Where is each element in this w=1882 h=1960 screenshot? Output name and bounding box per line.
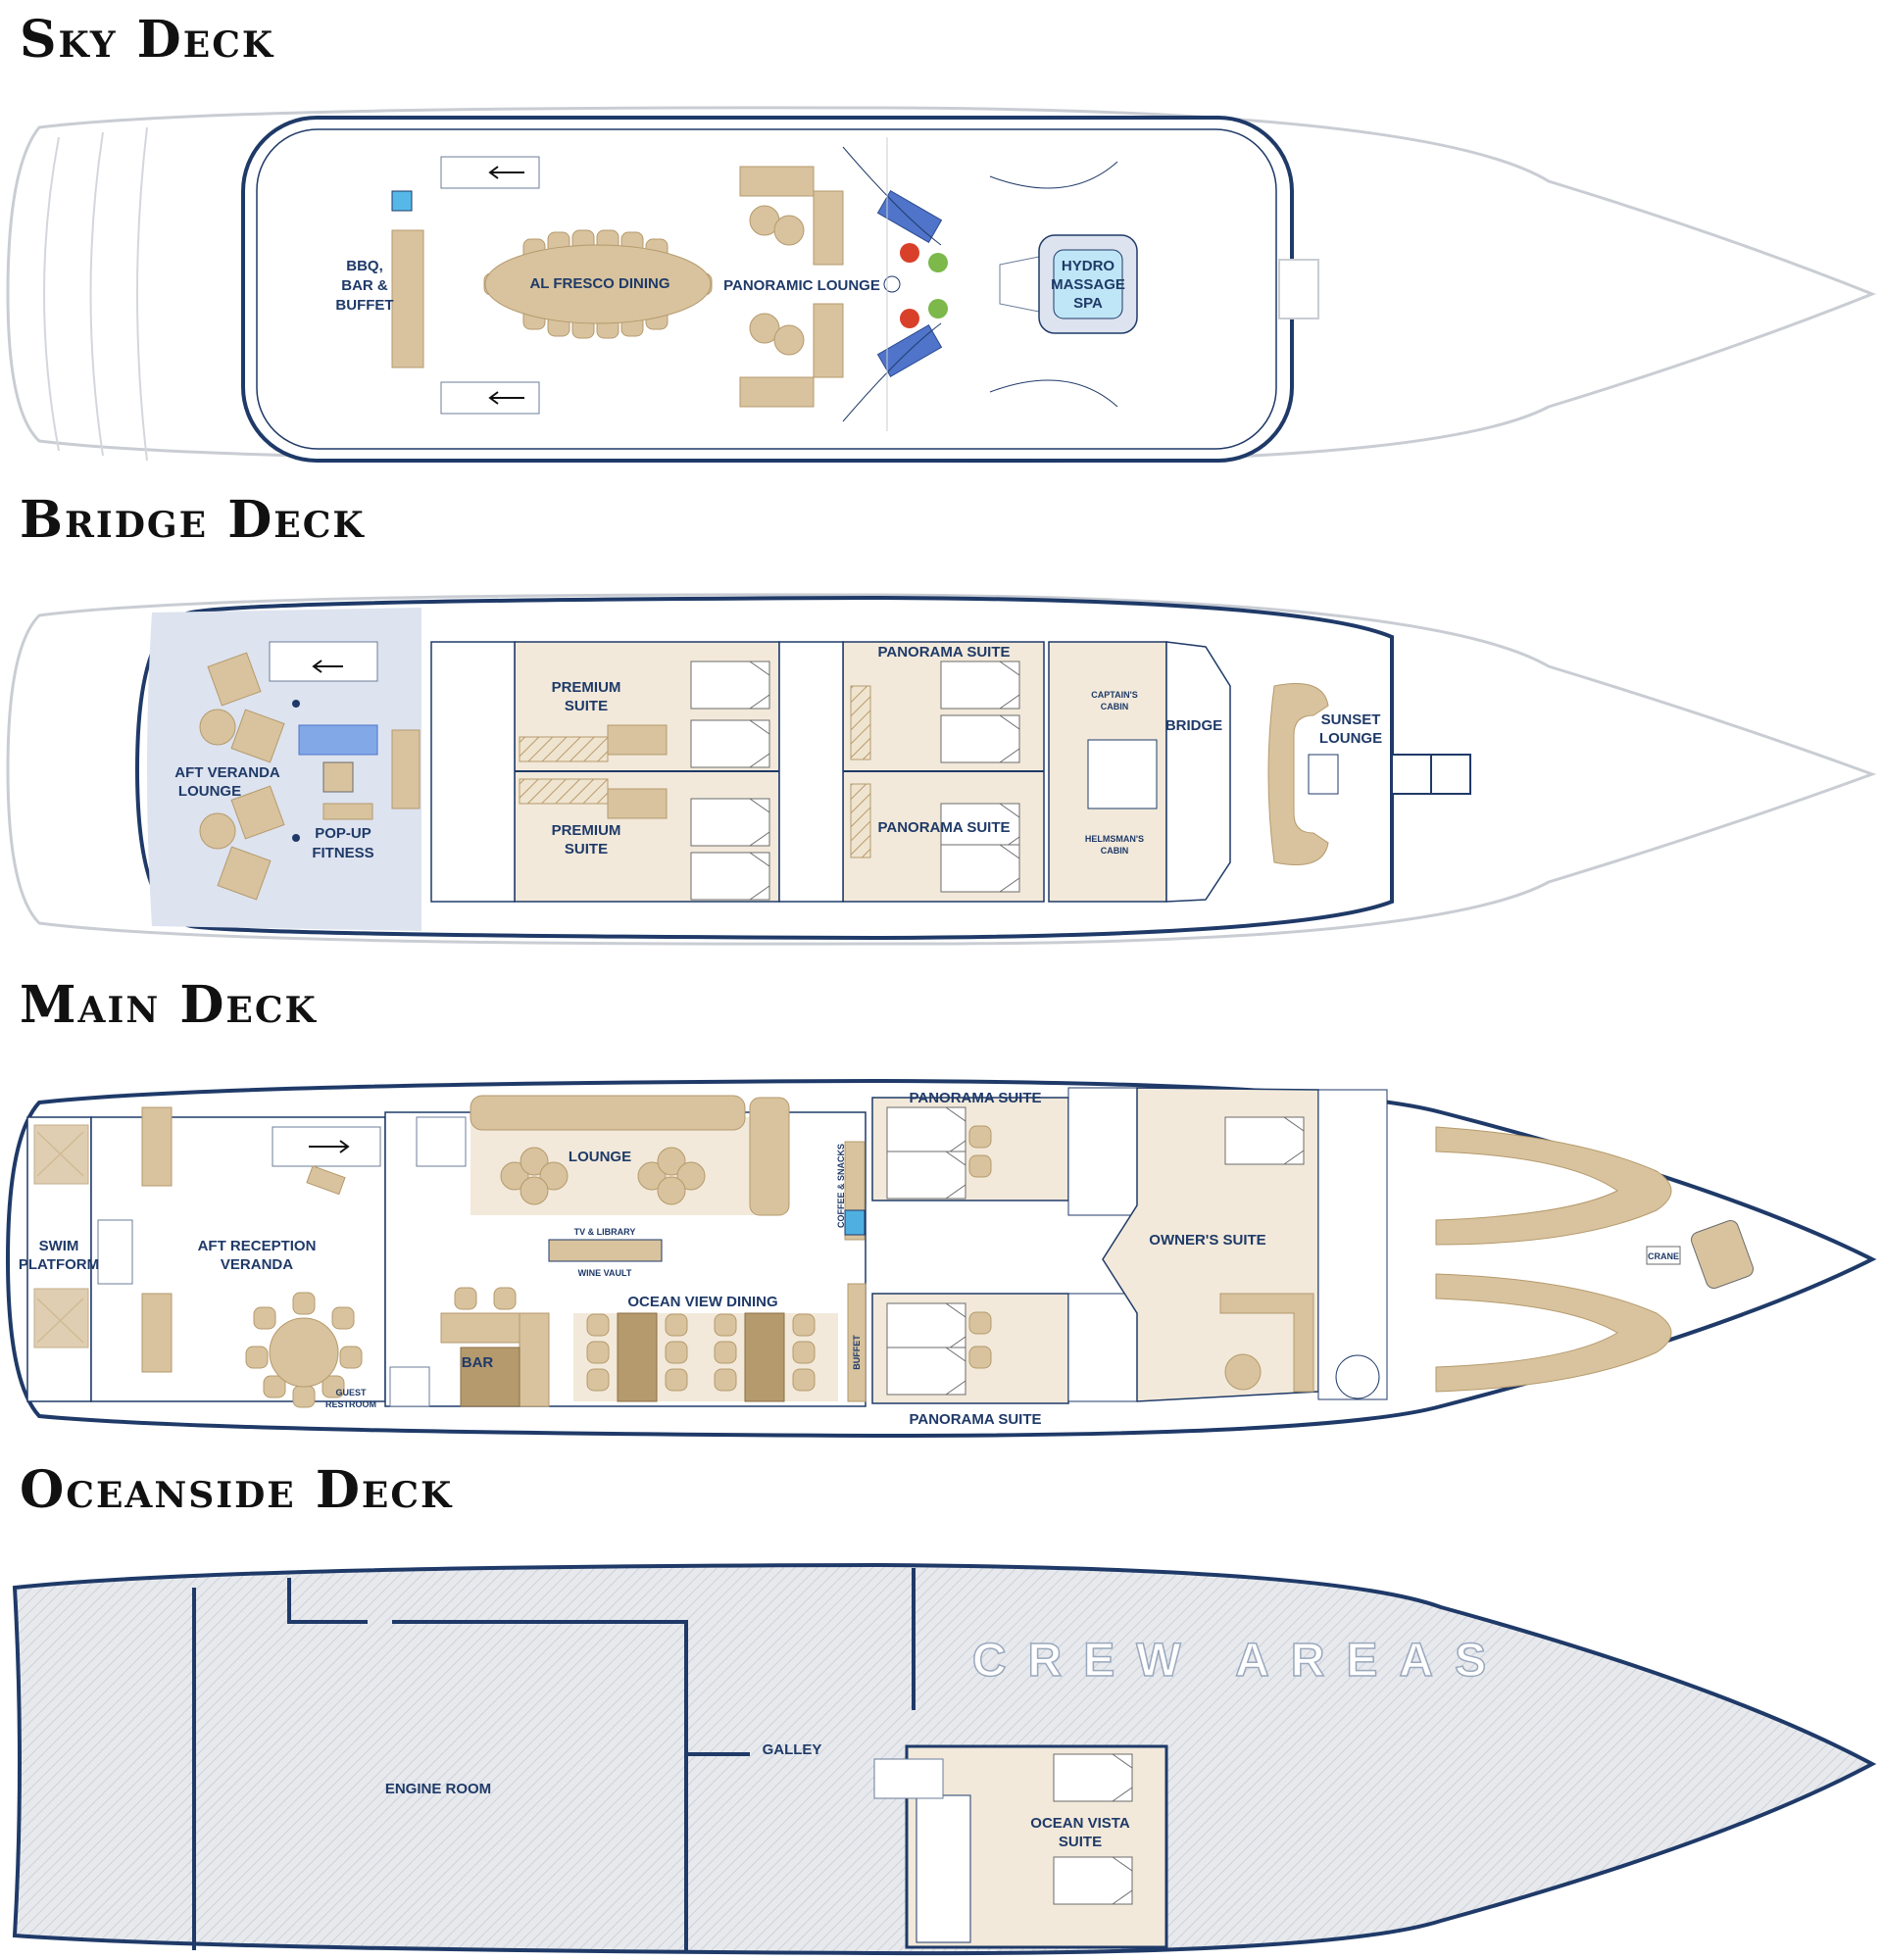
reception-table [245, 1292, 363, 1408]
stairs [269, 641, 378, 682]
bridge-label-premium-top-1: PREMIUM [552, 679, 621, 696]
main-deck-title: Main Deck [20, 975, 318, 1035]
lounge-seating [500, 1147, 706, 1205]
main-label-restroom-2: RESTROOM [325, 1399, 376, 1409]
owners-sofa [1219, 1293, 1314, 1393]
tender-boat-bottom [1435, 1273, 1672, 1393]
main-label-swim-1: SWIM [39, 1238, 79, 1254]
sky-label-spa-2: MASSAGE [1051, 276, 1125, 293]
oceanside-label-engine: ENGINE ROOM [385, 1781, 491, 1797]
main-label-bar: BAR [462, 1354, 494, 1371]
bridge-label-helmsman-1: HELMSMAN'S [1085, 834, 1144, 844]
bridge-console [1165, 641, 1231, 903]
stairs [97, 1219, 133, 1285]
stairs [873, 1758, 944, 1799]
oceanside-label-vista-2: SUITE [1059, 1834, 1102, 1850]
main-label-aft-reception-1: AFT RECEPTION [198, 1238, 317, 1254]
bridge-label-premium-bottom-2: SUITE [565, 841, 608, 858]
main-deck-plan: SWIM PLATFORM AFT RECEPTION VERANDA GUES… [5, 1078, 1877, 1439]
main-label-owner: OWNER'S SUITE [1149, 1232, 1265, 1249]
dining-table [617, 1312, 658, 1402]
bridge-label-fitness-1: POP-UP [315, 825, 371, 842]
sky-label-spa-1: HYDRO [1062, 258, 1115, 274]
bridge-label-bridge: BRIDGE [1165, 717, 1222, 734]
oceanside-deck-plan: CREW AREAS GALLEY ENGINE ROOM OCEAN VIST… [12, 1562, 1877, 1956]
bridge-label-premium-bottom-1: PREMIUM [552, 822, 621, 839]
main-label-crane: CRANE [1648, 1251, 1679, 1261]
bridge-label-sunset-2: LOUNGE [1319, 730, 1382, 747]
bridge-label-panorama-bottom: PANORAMA SUITE [878, 819, 1011, 836]
bridge-label-veranda-2: LOUNGE [178, 783, 241, 800]
main-label-coffee: COFFEE & SNACKS [836, 1144, 846, 1228]
lounge-chairs [199, 652, 285, 901]
bridge-label-sunset-1: SUNSET [1321, 711, 1381, 728]
sky-label-spa-3: SPA [1073, 295, 1103, 312]
main-label-panorama-bottom: PANORAMA SUITE [910, 1411, 1042, 1428]
bridge-label-premium-top-2: SUITE [565, 698, 608, 714]
oceanside-label-galley: GALLEY [763, 1741, 822, 1758]
oceanside-label-crew: CREW AREAS [972, 1635, 1508, 1687]
tv-library-unit [548, 1239, 663, 1262]
main-label-aft-reception-2: VERANDA [221, 1256, 293, 1273]
tender-boat-top [1435, 1126, 1672, 1246]
bridge-label-helmsman-2: CABIN [1101, 846, 1129, 856]
crane [1691, 1220, 1754, 1289]
sunset-lounge-sofa [1267, 683, 1329, 865]
sky-label-bbq-1: BBQ, [346, 258, 383, 274]
sky-label-dining: AL FRESCO DINING [529, 275, 669, 292]
sky-label-lounge: PANORAMIC LOUNGE [723, 277, 880, 294]
bbq-bar [391, 229, 424, 368]
sky-label-bbq-2: BAR & [341, 277, 388, 294]
dining-table [744, 1312, 785, 1402]
main-label-swim-2: PLATFORM [19, 1256, 99, 1273]
bridge-deck-title: Bridge Deck [20, 490, 366, 550]
sky-label-bbq-3: BUFFET [335, 297, 393, 314]
bridge-label-panorama-top: PANORAMA SUITE [878, 644, 1011, 661]
oceanside-deck-title: Oceanside Deck [20, 1460, 454, 1520]
main-label-panorama-top: PANORAMA SUITE [910, 1090, 1042, 1106]
bridge-label-fitness-2: FITNESS [312, 845, 373, 861]
main-label-wine: WINE VAULT [578, 1268, 632, 1278]
bridge-label-captain-2: CABIN [1101, 702, 1129, 711]
hydro-spa [1053, 249, 1123, 319]
bridge-deck-plan: AFT VERANDA LOUNGE POP-UP FITNESS PREMIU… [6, 593, 1877, 946]
main-label-buffet: BUFFET [852, 1335, 862, 1370]
sky-deck-title: Sky Deck [20, 10, 275, 70]
main-label-dining: OCEAN VIEW DINING [627, 1294, 777, 1310]
fitness-mat [298, 724, 378, 756]
al-fresco-table [483, 229, 713, 339]
main-label-lounge: LOUNGE [569, 1149, 631, 1165]
sun-lounger [876, 190, 943, 243]
sky-deck-plan: BBQ, BAR & BUFFET AL FRESCO DINING PANOR… [6, 106, 1877, 464]
main-label-restroom-1: GUEST [335, 1388, 367, 1397]
oceanside-label-vista-1: OCEAN VISTA [1030, 1815, 1130, 1832]
bridge-label-veranda-1: AFT VERANDA [174, 764, 280, 781]
main-label-tv: TV & LIBRARY [574, 1227, 636, 1237]
bridge-label-captain-1: CAPTAIN'S [1091, 690, 1137, 700]
